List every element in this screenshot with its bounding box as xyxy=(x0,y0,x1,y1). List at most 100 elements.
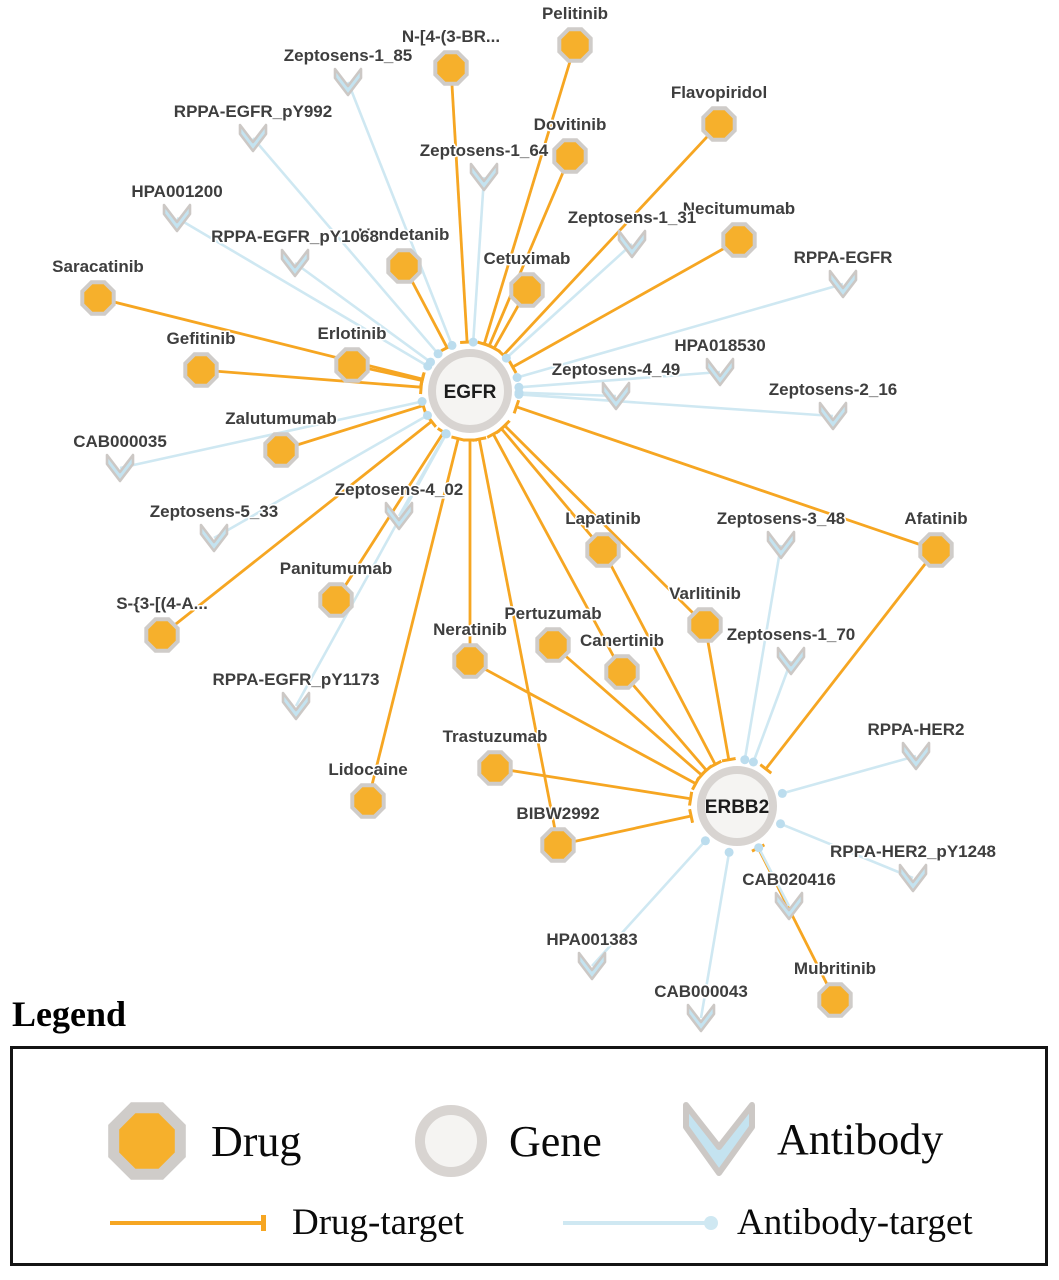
antibody-label: Zeptosens-1_31 xyxy=(568,208,697,227)
edge-drug-target xyxy=(498,419,706,626)
edge-drug-target xyxy=(703,624,736,763)
edge-drug-target xyxy=(497,123,721,362)
drug-node[interactable] xyxy=(721,222,757,258)
antibody-node[interactable] xyxy=(105,453,135,483)
drug-node[interactable] xyxy=(540,827,576,863)
antibody-node[interactable] xyxy=(776,646,806,676)
edge-drug-target xyxy=(469,659,701,791)
gene-node[interactable] xyxy=(428,349,512,433)
drug-label: Neratinib xyxy=(433,620,507,639)
antibody-node[interactable] xyxy=(766,530,796,560)
edge-drug-target xyxy=(507,238,740,374)
antibody-node[interactable] xyxy=(686,1003,716,1033)
antibody-label: HPA001383 xyxy=(546,930,637,949)
gene-node[interactable] xyxy=(697,766,777,846)
drug-node[interactable] xyxy=(350,783,386,819)
antibody-node[interactable] xyxy=(774,891,804,921)
edge-layer xyxy=(97,44,938,1019)
antibody-node[interactable] xyxy=(162,203,192,233)
drug-node[interactable] xyxy=(433,50,469,86)
drug-node[interactable] xyxy=(687,607,723,643)
antibody-node[interactable] xyxy=(617,229,647,259)
drug-node[interactable] xyxy=(552,138,588,174)
drug-node[interactable] xyxy=(918,532,954,568)
antibody-node[interactable] xyxy=(469,162,499,192)
antibody-label: Zeptosens-3_48 xyxy=(717,509,846,528)
drug-label: Afatinib xyxy=(904,509,967,528)
antibody-node[interactable] xyxy=(705,357,735,387)
drug-label: BIBW2992 xyxy=(516,804,599,823)
legend-title: Legend xyxy=(12,994,127,1034)
drug-node[interactable] xyxy=(334,347,370,383)
antibody-label: CAB020416 xyxy=(742,870,836,889)
drug-label: Lapatinib xyxy=(565,509,641,528)
drug-label: S-{3-[(4-A... xyxy=(116,594,208,613)
drug-node[interactable] xyxy=(144,617,180,653)
legend-item-gene: Gene xyxy=(409,1099,602,1183)
drug-node[interactable] xyxy=(477,750,513,786)
antibody-node[interactable] xyxy=(384,501,414,531)
legend-antibody-label: Antibody xyxy=(777,1114,944,1164)
antibody-label: Zeptosens-5_33 xyxy=(150,502,279,521)
legend-item-antibody: Antibody xyxy=(677,1097,943,1181)
drug-node[interactable] xyxy=(604,654,640,690)
antibody-node[interactable] xyxy=(281,691,311,721)
drug-label: Dovitinib xyxy=(534,115,607,134)
edge-drug-target xyxy=(200,368,424,395)
antibody-label: CAB000035 xyxy=(73,432,167,451)
antibody-node[interactable] xyxy=(280,248,310,278)
drug-node[interactable] xyxy=(701,106,737,142)
edge-antibody-target xyxy=(512,282,844,382)
edge-antibody-target xyxy=(213,410,432,540)
drug-node[interactable] xyxy=(263,432,299,468)
edge-antibody-target xyxy=(776,819,914,880)
drug-label: Varlitinib xyxy=(669,584,741,603)
legend-item-drug: Drug xyxy=(99,1093,301,1189)
gene-label: EGFR xyxy=(444,382,497,403)
drug-node[interactable] xyxy=(452,643,488,679)
antibody-node[interactable] xyxy=(901,741,931,771)
antibody-node[interactable] xyxy=(898,863,928,893)
edge-drug-target xyxy=(366,435,466,802)
antibody-label: Zeptosens-4_49 xyxy=(552,360,681,379)
antibody-label: HPA001200 xyxy=(131,182,222,201)
drug-target-line-icon xyxy=(110,1214,266,1231)
antibody-label: RPPA-HER2 xyxy=(868,720,965,739)
antibody-node[interactable] xyxy=(828,269,858,299)
legend-item-drug-target: Drug-target xyxy=(108,1201,464,1244)
drug-label: Trastuzumab xyxy=(443,727,548,746)
edge-antibody-target xyxy=(252,137,443,359)
antibody-label: Zeptosens-1_70 xyxy=(727,625,856,644)
drug-node[interactable] xyxy=(318,582,354,618)
drug-node[interactable] xyxy=(183,352,219,388)
drug-node[interactable] xyxy=(817,982,853,1018)
drug-label: N-[4-(3-BR... xyxy=(402,27,500,46)
drug-label: Pertuzumab xyxy=(504,604,601,623)
drug-node[interactable] xyxy=(535,627,571,663)
drug-node[interactable] xyxy=(557,27,593,63)
edge-antibody-target xyxy=(754,843,791,907)
antibody-node[interactable] xyxy=(601,381,631,411)
antibody-label: RPPA-EGFR xyxy=(794,248,893,267)
antibody-node[interactable] xyxy=(577,951,607,981)
drug-label: Zalutumumab xyxy=(225,409,336,428)
drug-node[interactable] xyxy=(585,532,621,568)
antibody-node[interactable] xyxy=(238,123,268,153)
edge-antibody-target xyxy=(294,429,451,707)
edge-antibody-target xyxy=(514,370,721,392)
edge-drug-target xyxy=(620,671,713,776)
antibody-node[interactable] xyxy=(199,523,229,553)
drug-label: Saracatinib xyxy=(52,257,144,276)
drug-label: Cetuximab xyxy=(484,249,571,268)
edge-drug-target xyxy=(449,67,475,345)
gene-label: ERBB2 xyxy=(705,797,769,818)
label-layer: EGFRERBB2PelitinibN-[4-(3-BR...Dovitinib… xyxy=(51,3,998,1003)
edge-antibody-target xyxy=(777,754,917,798)
edge-antibody-target xyxy=(591,836,710,967)
drug-node[interactable] xyxy=(509,272,545,308)
drug-node[interactable] xyxy=(80,280,116,316)
antibody-node[interactable] xyxy=(818,401,848,431)
antibody-node[interactable] xyxy=(333,67,363,97)
drug-node[interactable] xyxy=(386,248,422,284)
